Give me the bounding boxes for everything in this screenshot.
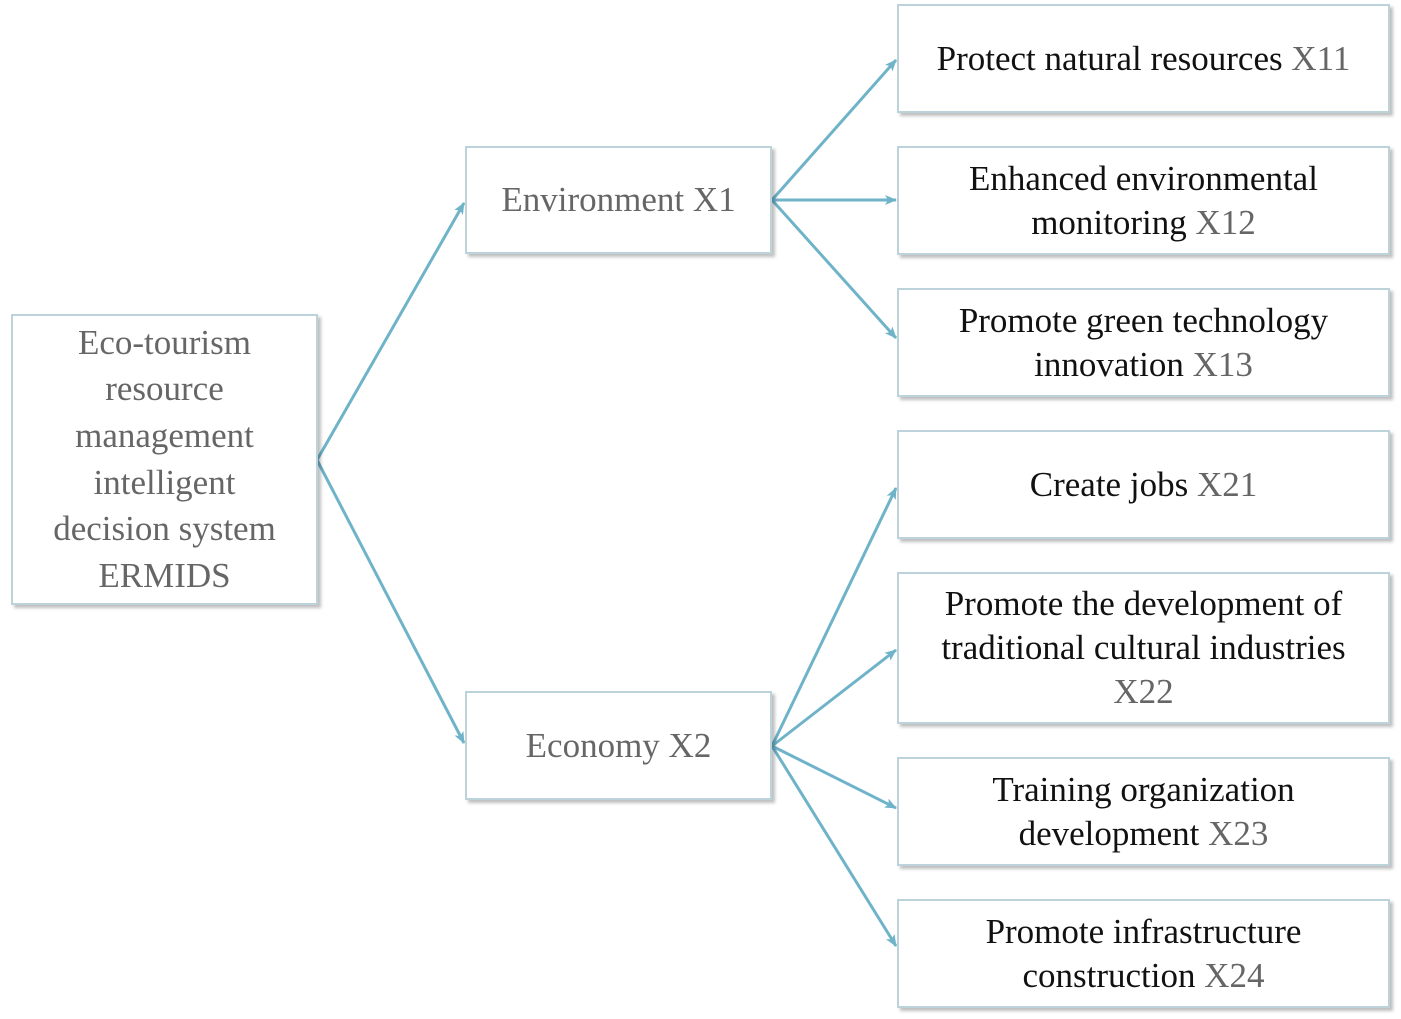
arrow-x1-to-x13 <box>770 198 898 340</box>
indicator-code: X21 <box>1196 464 1258 504</box>
root-node: Eco-tourism resource management intellig… <box>11 314 318 605</box>
indicator-x22: Promote the development of traditional c… <box>897 572 1390 724</box>
indicator-x11: Protect natural resources X11 <box>897 4 1390 113</box>
indicator-x21: Create jobs X21 <box>897 430 1390 539</box>
arrow-x2-to-x22 <box>771 648 897 748</box>
indicator-text: Create jobs <box>1029 464 1189 504</box>
indicator-code: X24 <box>1204 955 1265 995</box>
indicator-text: Training organization development <box>992 769 1295 853</box>
arrow-x2-to-x24 <box>770 745 898 947</box>
indicator-code: X13 <box>1192 344 1253 384</box>
indicator-code: X11 <box>1291 38 1351 78</box>
indicator-text: Protect natural resources <box>936 38 1283 78</box>
arrow-root-to-environment <box>315 202 466 461</box>
indicator-code: X23 <box>1208 813 1269 853</box>
indicator-code: X22 <box>1113 671 1174 711</box>
indicator-text: Promote infrastructure construction <box>985 911 1302 995</box>
arrow-x2-to-x23 <box>771 744 897 810</box>
arrow-root-to-economy <box>315 459 466 744</box>
indicator-code: X12 <box>1195 202 1256 242</box>
indicator-x12: Enhanced environmental monitoring X12 <box>897 146 1390 255</box>
indicator-x13: Promote green technology innovation X13 <box>897 288 1390 397</box>
category-label: Environment X1 <box>501 180 736 220</box>
indicator-text: Enhanced environmental monitoring <box>969 158 1318 242</box>
indicator-x23: Training organization development X23 <box>897 757 1390 866</box>
category-economy: Economy X2 <box>465 691 772 800</box>
indicator-text: Promote the development of traditional c… <box>941 584 1346 668</box>
indicator-text: Promote green technology innovation <box>958 300 1329 384</box>
arrow-x1-to-x11 <box>770 59 898 201</box>
category-label: Economy X2 <box>525 725 712 765</box>
root-label: Eco-tourism resource management intellig… <box>53 322 276 595</box>
indicator-x24: Promote infrastructure construction X24 <box>897 899 1390 1008</box>
category-environment: Environment X1 <box>465 146 772 254</box>
arrow-x2-to-x21 <box>770 487 898 747</box>
